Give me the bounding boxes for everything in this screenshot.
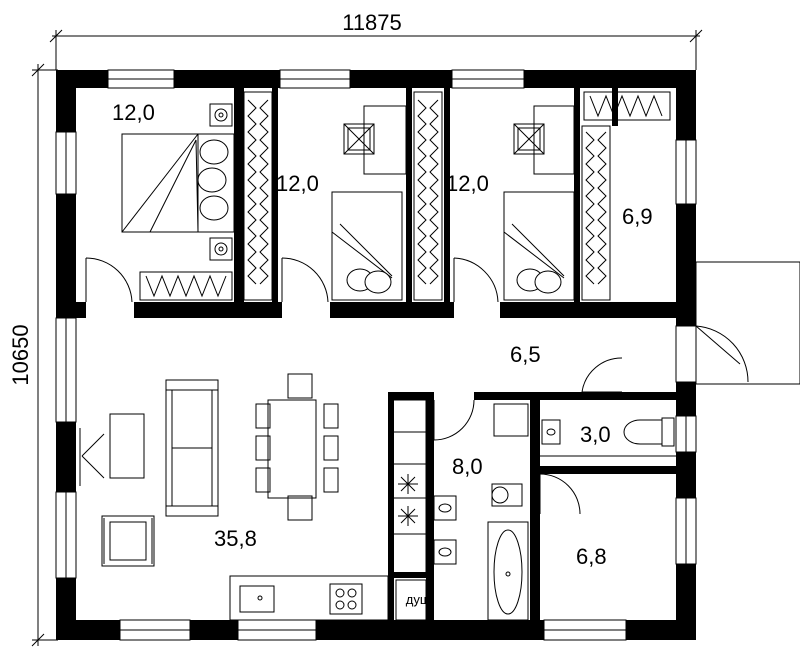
area-living-kitchen: 35,8 [214, 526, 257, 551]
kitchen-counter [229, 399, 427, 621]
dining-table [255, 373, 339, 521]
area-bedroom-3: 12,0 [446, 171, 489, 196]
area-closet: 6,9 [622, 204, 653, 229]
shower-label: душ [406, 592, 431, 607]
desk-and-single-bed-3 [503, 105, 575, 301]
area-hall: 6,5 [510, 342, 541, 367]
double-bed [121, 103, 235, 261]
tv-unit [79, 413, 145, 486]
bathroom-fixtures [433, 403, 529, 621]
armchair [101, 515, 155, 567]
dimension-height-label: 10650 [8, 324, 33, 385]
sofa [165, 379, 219, 517]
area-toilet: 3,0 [580, 422, 611, 447]
wardrobe-3 [581, 91, 671, 301]
area-bathroom: 8,0 [452, 454, 483, 479]
area-bedroom-2: 12,0 [276, 171, 319, 196]
dimension-width: 11875 [49, 10, 703, 70]
fridge-snowflake-icons [398, 474, 418, 526]
interior-walls [76, 88, 676, 620]
door-swings [85, 257, 623, 515]
shower: душ [395, 579, 431, 621]
dimension-height: 10650 [8, 63, 58, 647]
wardrobe-2 [413, 91, 443, 301]
desk-and-single-bed-2 [331, 105, 407, 301]
toilet-fixtures [540, 417, 676, 457]
dimension-width-label: 11875 [342, 10, 402, 35]
entrance-door [675, 261, 800, 385]
area-room-small: 6,8 [576, 544, 607, 569]
wardrobe-4 [139, 271, 233, 301]
area-bedroom-1: 12,0 [112, 100, 155, 125]
wardrobe-1 [243, 91, 273, 301]
